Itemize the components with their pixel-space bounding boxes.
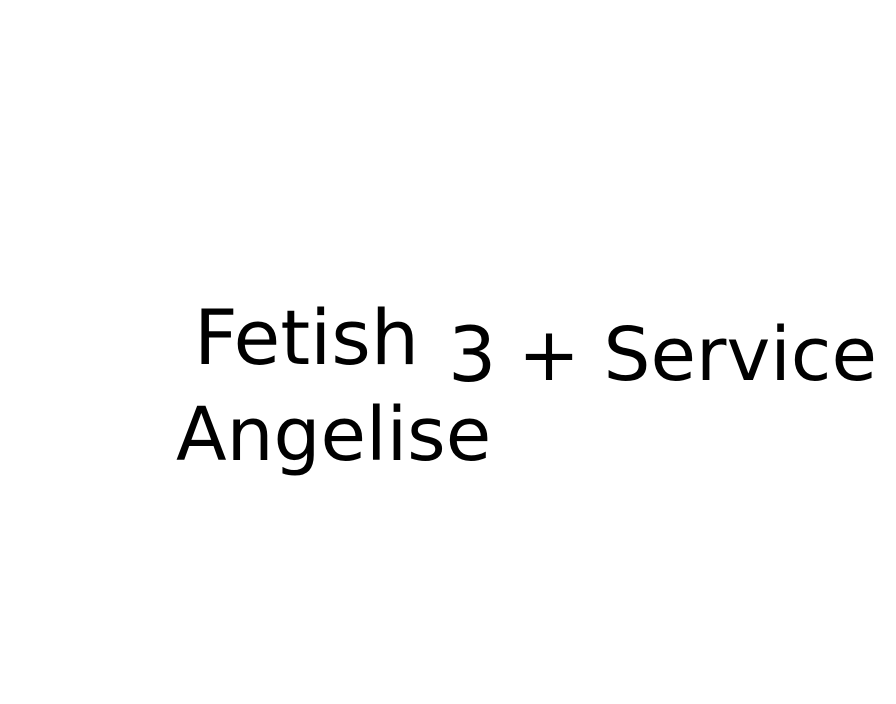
plus-service-text: + Service [518, 312, 878, 398]
angelise-text: Angelise [176, 392, 492, 478]
number-three-text: 3 [448, 310, 497, 399]
fetish-text: Fetish [194, 293, 419, 382]
